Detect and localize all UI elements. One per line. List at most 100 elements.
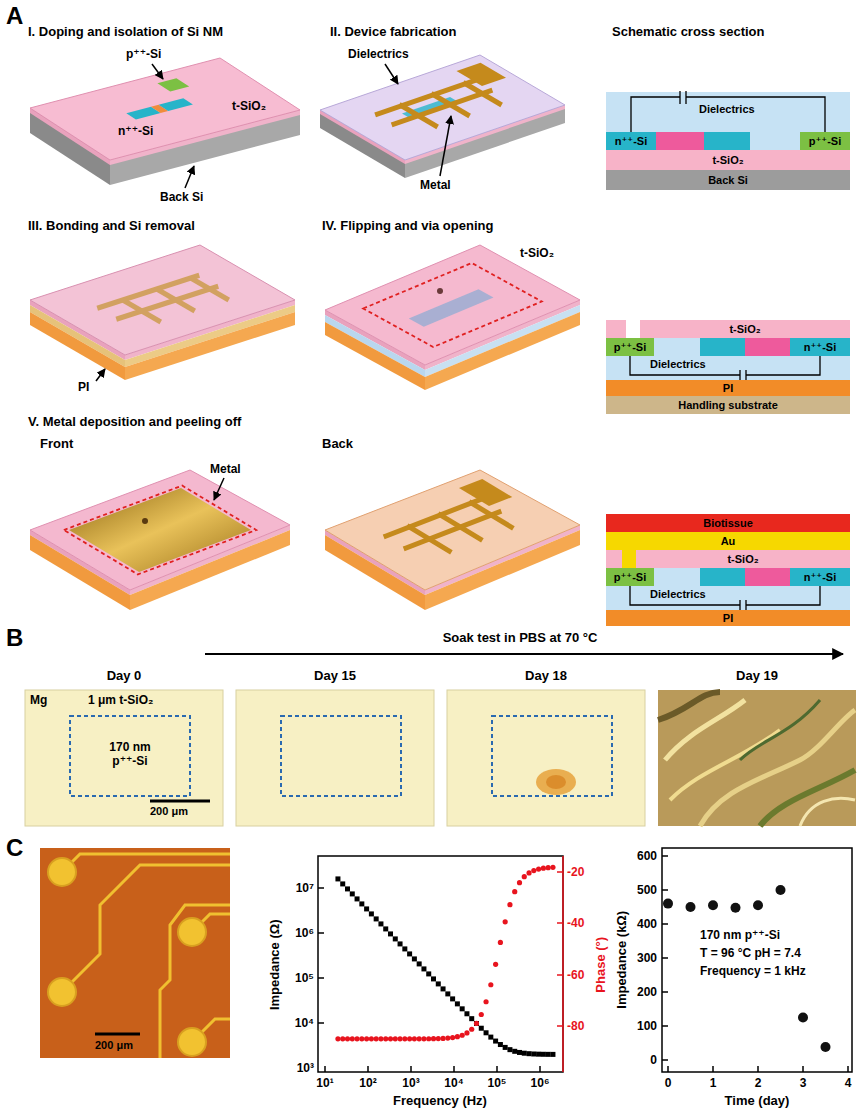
time-chart-frame xyxy=(662,991,668,993)
phase-point xyxy=(440,1036,445,1041)
axis-title: Time (day) xyxy=(725,1093,790,1109)
phase-point xyxy=(526,870,531,875)
micrograph xyxy=(658,690,856,826)
day-label: Day 15 xyxy=(314,668,356,684)
impedance-time-point xyxy=(663,899,673,909)
slab-illustration-fabrication xyxy=(402,106,436,126)
phase-point xyxy=(464,1030,469,1035)
tick-label: 10² xyxy=(359,1076,376,1090)
cross-section-fills xyxy=(606,320,626,338)
slab-illustration-back xyxy=(325,470,580,610)
impedance-point xyxy=(531,1051,536,1056)
impedance-point xyxy=(369,911,374,916)
impedance-point xyxy=(479,1026,484,1031)
slab-illustration-doping xyxy=(30,58,300,188)
axis-title: Frequency (Hz) xyxy=(393,1093,487,1109)
capacitor-wire xyxy=(630,586,740,605)
chart-annotation: T = 96 °C pH = 7.4 xyxy=(700,946,801,960)
phase-point xyxy=(536,866,541,871)
impedance-point xyxy=(517,1050,522,1055)
electrode-micrograph xyxy=(40,848,230,1058)
tick-label: 10³ xyxy=(402,1076,419,1090)
tick-label: 10⁶ xyxy=(295,926,314,940)
phase-point xyxy=(417,1036,422,1041)
impedance-chart-frame xyxy=(539,1066,541,1072)
phase-point xyxy=(546,865,551,870)
layer-label: PI xyxy=(723,382,733,395)
cross-section-fills xyxy=(745,568,790,586)
slab-illustration-fabrication xyxy=(320,55,565,178)
layer-box: t-SiO₂ xyxy=(640,320,850,338)
capacitor-wire xyxy=(679,91,680,104)
phase-point xyxy=(474,1021,479,1026)
micrograph xyxy=(658,692,720,720)
electrode-micrograph xyxy=(95,1033,140,1036)
slab-illustration-fabrication xyxy=(466,84,500,104)
time-chart-frame xyxy=(847,1066,849,1072)
slab-illustration-bonding xyxy=(97,275,229,322)
phase-point xyxy=(340,1036,345,1041)
layer-box: t-SiO₂ xyxy=(606,150,850,170)
column-title: Schematic cross section xyxy=(612,24,764,40)
impedance-time-point xyxy=(821,1042,831,1052)
impedance-point xyxy=(536,1052,541,1057)
impedance-point xyxy=(350,891,355,896)
tick-label: -80 xyxy=(567,1019,584,1033)
slab-illustration-doping xyxy=(157,78,189,91)
impedance-point xyxy=(522,1051,527,1056)
slab-illustration-doping xyxy=(152,64,163,79)
slab-illustration-back xyxy=(471,503,511,527)
layer-label: n⁺⁺-Si xyxy=(615,135,647,148)
phase-point xyxy=(522,874,527,879)
impedance-point xyxy=(412,956,417,961)
tick-label: 300 xyxy=(637,951,657,965)
micrograph xyxy=(236,690,434,826)
layer-box: Dielectrics p⁺⁺-Si n⁺⁺-Si xyxy=(606,568,850,610)
time-chart-frame xyxy=(662,1025,668,1027)
phase-point xyxy=(354,1036,359,1041)
tick-label: -20 xyxy=(567,865,584,879)
phase-point xyxy=(517,880,522,885)
tick-label: 10⁶ xyxy=(531,1076,550,1090)
electrode-micrograph xyxy=(160,905,230,1058)
phase-point xyxy=(374,1036,379,1041)
tick-label: 10³ xyxy=(297,1061,314,1075)
impedance-chart-frame xyxy=(318,856,563,1072)
phase-point xyxy=(350,1036,355,1041)
phase-point xyxy=(426,1036,431,1041)
time-chart-frame xyxy=(662,848,852,1072)
slab-illustration-back xyxy=(325,470,580,590)
tick-label: 10⁵ xyxy=(295,971,314,985)
impedance-chart-frame xyxy=(318,856,563,1072)
phase-point xyxy=(460,1033,465,1038)
phase-point xyxy=(541,866,546,871)
layer-label: p⁺⁺-Si xyxy=(614,571,646,584)
impedance-chart-frame xyxy=(318,977,324,979)
slab-illustration-bonding xyxy=(30,245,295,381)
electrode-micrograph xyxy=(62,854,230,1058)
slab-illustration-flipping xyxy=(363,263,542,347)
layer-box: n⁺⁺-Si xyxy=(790,568,850,586)
phase-point xyxy=(378,1036,383,1041)
impedance-chart-frame xyxy=(324,1066,326,1072)
micrograph xyxy=(447,690,645,826)
phase-point xyxy=(407,1036,412,1041)
capacitor-wire xyxy=(686,97,825,132)
part-label: t-SiO₂ xyxy=(520,246,554,260)
phase-point xyxy=(483,999,488,1004)
layer-label: t-SiO₂ xyxy=(729,323,760,336)
layer-label: Dielectrics xyxy=(650,588,706,601)
impedance-point xyxy=(512,1049,517,1054)
cross-section-fills xyxy=(606,92,850,150)
slab-illustration-front xyxy=(30,470,290,610)
phase-axis xyxy=(557,1025,563,1027)
phase-point xyxy=(421,1036,426,1041)
layer-box: p⁺⁺-Si xyxy=(800,132,850,150)
phase-point xyxy=(436,1036,441,1041)
layer-label: Dielectrics xyxy=(650,358,706,371)
phase-axis xyxy=(557,856,563,1072)
tick-label: 500 xyxy=(637,883,657,897)
layer-label: p⁺⁺-Si xyxy=(809,135,841,148)
time-chart-frame xyxy=(662,957,668,959)
